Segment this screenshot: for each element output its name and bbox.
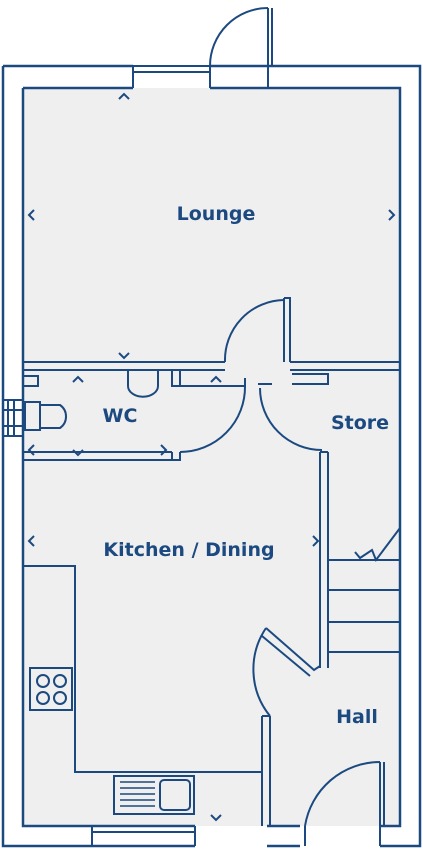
chevron-wc-top bbox=[72, 375, 84, 383]
store-door-swing bbox=[259, 387, 323, 451]
toilet bbox=[24, 401, 67, 431]
hob-ring-2 bbox=[53, 674, 67, 688]
chevron-wc-bottom bbox=[72, 449, 84, 457]
wc-door-swing bbox=[179, 385, 247, 453]
chevron-lounge-left bbox=[27, 209, 35, 221]
chevron-lounge-bottom bbox=[118, 352, 130, 360]
front-door bbox=[304, 762, 385, 846]
room-label-store: Store bbox=[330, 412, 390, 434]
lounge-lower-wall bbox=[23, 361, 400, 371]
wc-basin bbox=[127, 370, 159, 398]
chevron-kitchen-right bbox=[312, 535, 320, 547]
sink bbox=[113, 775, 195, 815]
chevron-wc-top-right bbox=[210, 375, 222, 383]
hob-ring-4 bbox=[53, 691, 67, 705]
hob-ring-3 bbox=[36, 691, 50, 705]
wc-window bbox=[3, 399, 23, 437]
hob-ring-1 bbox=[36, 674, 50, 688]
sink-drainer bbox=[120, 781, 155, 807]
hall-door bbox=[261, 627, 321, 677]
exterior-wall bbox=[1, 64, 422, 848]
lounge-window bbox=[132, 65, 211, 88]
lounge-internal-door-swing bbox=[223, 299, 285, 363]
wc-door bbox=[171, 452, 181, 461]
kitchen-worktop bbox=[23, 565, 262, 773]
room-label-wc: WC bbox=[102, 405, 138, 427]
hob bbox=[29, 667, 73, 711]
lounge-door bbox=[209, 8, 275, 88]
hall-door-swing bbox=[252, 627, 271, 717]
sink-basin bbox=[159, 779, 191, 811]
room-label-hall: Hall bbox=[336, 706, 378, 728]
chevron-wc-left bbox=[27, 444, 35, 456]
chevron-kitchen-bottom bbox=[210, 814, 222, 822]
kitchen-window bbox=[91, 825, 196, 846]
floor-area bbox=[23, 88, 400, 826]
chevron-kitchen-left bbox=[27, 535, 35, 547]
chevron-wc-right bbox=[160, 444, 168, 456]
chevron-lounge-right bbox=[388, 209, 396, 221]
lounge-internal-door bbox=[283, 297, 291, 362]
stairs bbox=[327, 527, 401, 668]
room-label-kitchen-dining: Kitchen / Dining bbox=[103, 539, 275, 561]
store-walls bbox=[258, 373, 329, 668]
chevron-lounge-top bbox=[118, 92, 130, 100]
lounge-door-swing bbox=[209, 7, 269, 67]
room-label-lounge: Lounge bbox=[176, 203, 256, 225]
front-door-swing bbox=[304, 761, 381, 827]
